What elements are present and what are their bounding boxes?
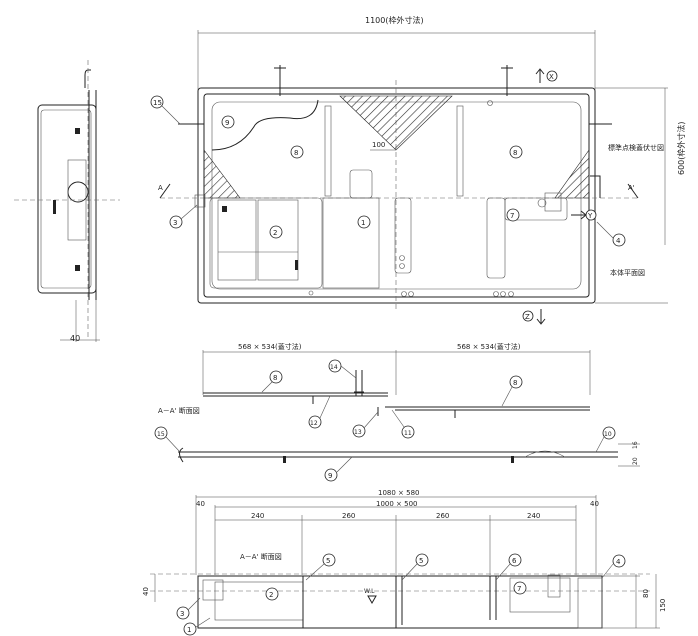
- svg-text:5: 5: [326, 557, 330, 565]
- right-40-label: 40: [590, 500, 599, 508]
- callout-9-lid: 9: [324, 456, 353, 482]
- callout-4-top: 4: [596, 221, 626, 247]
- overall-width-label: 1100(枠外寸法): [365, 15, 424, 25]
- callout-4-bottom: 4: [601, 554, 626, 579]
- seg-1-label: 240: [251, 512, 264, 520]
- callout-8-lid-left: 8: [261, 370, 283, 393]
- wl-label: W.L: [364, 588, 375, 595]
- cover-right-label: 568 × 534(蓋寸法): [457, 342, 521, 351]
- bottom-inner-label: 1000 × 500: [376, 500, 418, 508]
- callout-8-lid-right: 8: [501, 375, 523, 407]
- callout-9-top: 9: [221, 115, 235, 129]
- svg-text:X: X: [549, 73, 554, 81]
- svg-text:3: 3: [180, 610, 184, 618]
- svg-text:1: 1: [187, 626, 191, 634]
- callout-15-lid: 15: [154, 426, 181, 453]
- svg-text:2: 2: [269, 591, 273, 599]
- callout-3-bottom: 3: [176, 597, 201, 620]
- svg-text:8: 8: [273, 374, 277, 382]
- svg-text:5: 5: [419, 557, 423, 565]
- svg-text:9: 9: [328, 472, 332, 480]
- bottom-outer-label: 1080 × 580: [378, 489, 420, 497]
- callout-11: 11: [391, 409, 415, 439]
- svg-text:7: 7: [510, 212, 514, 220]
- svg-text:8: 8: [513, 379, 517, 387]
- dim-20-label: 20: [632, 457, 639, 465]
- svg-text:15: 15: [157, 431, 165, 438]
- seg-2-label: 260: [342, 512, 355, 520]
- lid-section-view: 568 × 534(蓋寸法) 568 × 534(蓋寸法) A－A' 断面図 2…: [158, 342, 640, 467]
- callout-2-bottom: 2: [265, 587, 279, 601]
- section-a1-label: A－A' 断面図: [158, 406, 200, 415]
- svg-text:12: 12: [310, 420, 318, 427]
- section-a2-label: A－A' 断面図: [240, 552, 282, 561]
- callout-12: 12: [308, 395, 331, 429]
- svg-text:10: 10: [604, 431, 612, 438]
- svg-text:6: 6: [512, 557, 517, 565]
- svg-text:8: 8: [513, 149, 517, 157]
- callout-5-left: 5: [305, 553, 336, 581]
- svg-text:9: 9: [225, 119, 229, 127]
- dim-100-label: 100: [372, 141, 385, 149]
- svg-text:4: 4: [616, 558, 621, 566]
- svg-text:Z: Z: [525, 313, 530, 321]
- svg-text:4: 4: [616, 237, 621, 245]
- svg-text:Y: Y: [587, 212, 593, 220]
- svg-text:2: 2: [273, 229, 277, 237]
- callout-15-top: 15: [150, 95, 181, 125]
- callout-7-bottom: 7: [513, 581, 527, 595]
- callout-6: 6: [495, 553, 522, 581]
- svg-text:13: 13: [354, 429, 362, 436]
- seg-4-label: 240: [527, 512, 540, 520]
- callout-1-top: 1: [357, 215, 371, 229]
- plan-note-label: 標準点検蓋伏せ図: [608, 143, 664, 152]
- height-150-label: 150: [659, 599, 667, 612]
- height-80-label: 80: [642, 589, 650, 598]
- callout-1-bottom: 1: [183, 617, 211, 636]
- bottom-section-view: 1080 × 580 1000 × 500 40 40 240 260 260 …: [142, 489, 667, 629]
- callouts: 15 9 8 8 3 2 1 7 4 8 8 14 12 13 11 15 10…: [150, 95, 626, 636]
- callout-8-right: 8: [509, 145, 523, 159]
- callout-5-right: 5: [401, 553, 429, 581]
- callout-10: 10: [595, 426, 616, 453]
- cover-left-label: 568 × 534(蓋寸法): [238, 342, 302, 351]
- side-view: 40: [14, 60, 120, 343]
- side-width-label: 40: [70, 334, 80, 343]
- svg-text:15: 15: [153, 99, 162, 107]
- arrow-y-icon: Y: [571, 209, 597, 221]
- callout-14: 14: [328, 359, 357, 379]
- plan-view: 1100(枠外寸法): [158, 15, 686, 325]
- callout-7-top: 7: [506, 208, 520, 222]
- height-40-label: 40: [142, 587, 150, 596]
- arrow-x-icon: X: [535, 68, 558, 83]
- callout-2-top: 2: [269, 225, 283, 239]
- svg-text:14: 14: [330, 364, 338, 371]
- overall-height-label: 600(枠外寸法): [676, 121, 686, 175]
- seg-3-label: 260: [436, 512, 449, 520]
- svg-text:1: 1: [361, 219, 365, 227]
- plan-title-label: 本体平面図: [610, 268, 645, 277]
- callout-3-top: 3: [169, 204, 198, 229]
- svg-text:11: 11: [404, 430, 412, 437]
- callout-13: 13: [352, 411, 379, 438]
- left-40-label: 40: [196, 500, 205, 508]
- section-a-left: A: [158, 184, 163, 192]
- svg-text:8: 8: [294, 149, 298, 157]
- arrow-z-icon: Z: [522, 309, 546, 325]
- svg-text:7: 7: [517, 585, 521, 593]
- svg-text:3: 3: [173, 219, 177, 227]
- callout-8-left: 8: [290, 145, 304, 159]
- dim-16-label: 16: [632, 441, 639, 449]
